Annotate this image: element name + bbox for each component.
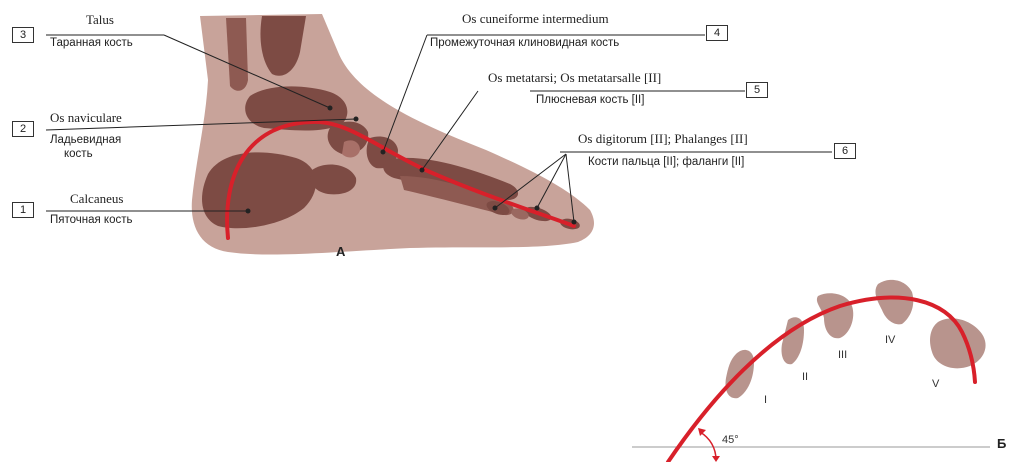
- label-russian-cuneiform: Промежуточная клиновидная кость: [430, 37, 619, 49]
- metatarsal-label-iii: III: [838, 349, 847, 361]
- label-latin-navicular: Os naviculare: [50, 110, 122, 126]
- metatarsal-label-v: V: [932, 378, 939, 390]
- label-russian-phalanges: Кости пальца [II]; фаланги [II]: [588, 156, 744, 168]
- label-russian-talus: Таранная кость: [50, 37, 133, 49]
- label-number-6: 6: [834, 143, 856, 159]
- label-number-5: 5: [746, 82, 768, 98]
- label-latin-cuneiform: Os cuneiforme intermedium: [462, 11, 609, 27]
- metatarsal-iv-bone: [875, 280, 913, 325]
- metatarsal-label-ii: II: [802, 371, 808, 383]
- leader-dot-phalanx-c: [572, 220, 577, 225]
- label-number-1: 1: [12, 202, 34, 218]
- leader-dot-navicular: [354, 117, 359, 122]
- angle-arrow-bottom: [712, 456, 720, 462]
- leader-dot-calcaneus: [246, 209, 251, 214]
- angle-arc: [700, 432, 716, 460]
- label-number-4: 4: [706, 25, 728, 41]
- metatarsal-label-iv: IV: [885, 334, 895, 346]
- transverse-arch-line: [668, 298, 975, 462]
- label-russian-metatarsal: Плюсневая кость [II]: [536, 94, 644, 106]
- label-latin-calcaneus: Calcaneus: [70, 191, 123, 207]
- leader-dot-phalanx-a: [493, 206, 498, 211]
- panel-label-b: Б: [997, 436, 1006, 451]
- leader-dot-phalanx-b: [535, 206, 540, 211]
- label-latin-talus: Talus: [86, 12, 114, 28]
- label-latin-metatarsal: Os metatarsi; Os metatarsalle [II]: [488, 70, 661, 86]
- metatarsal-iii-bone: [817, 293, 853, 338]
- label-russian-navicular-1: Ладьевидная: [50, 134, 121, 146]
- leader-dot-talus: [328, 106, 333, 111]
- label-russian-navicular-2: кость: [64, 148, 93, 160]
- label-russian-calcaneus: Пяточная кость: [50, 214, 133, 226]
- label-number-3: 3: [12, 27, 34, 43]
- label-number-2: 2: [12, 121, 34, 137]
- leader-dot-metatarsal: [420, 168, 425, 173]
- leader-dot-cuneiform: [381, 150, 386, 155]
- label-latin-phalanges: Os digitorum [II]; Phalanges [II]: [578, 131, 748, 147]
- angle-label: 45°: [722, 434, 739, 446]
- metatarsal-label-i: I: [764, 394, 767, 406]
- panel-label-a: А: [336, 244, 345, 259]
